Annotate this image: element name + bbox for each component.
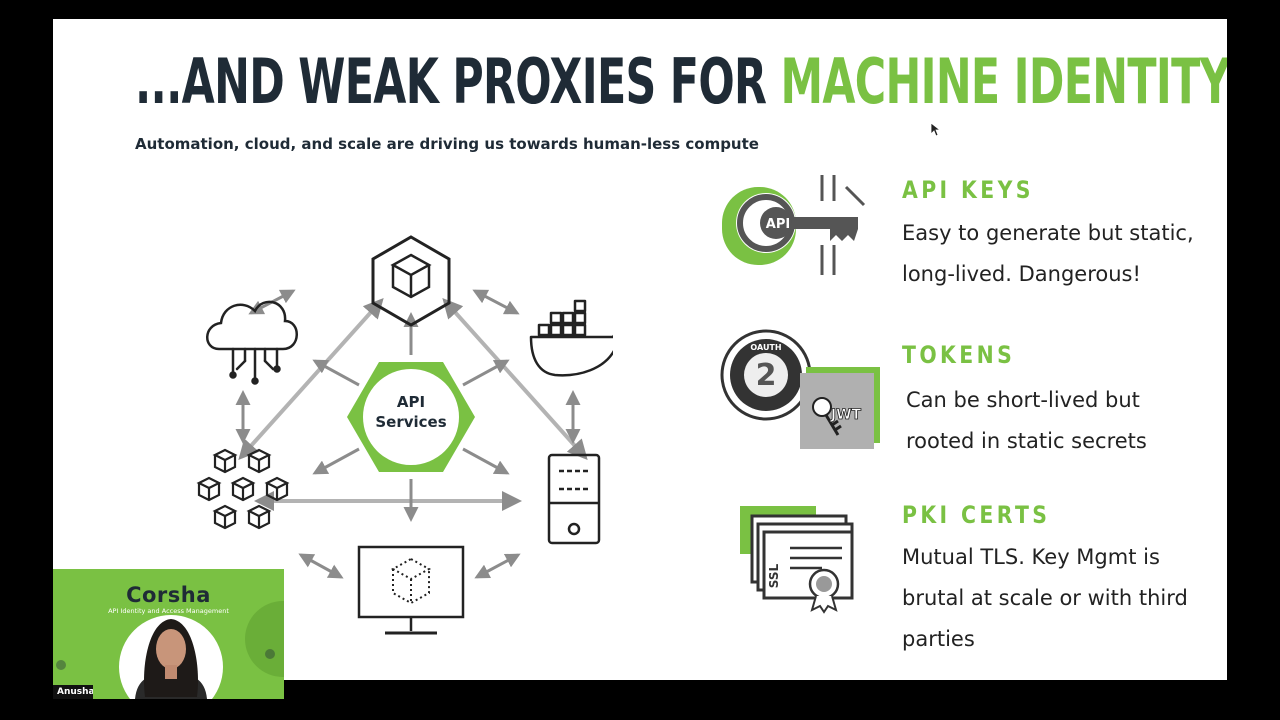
hub-arrow-downright [462,447,510,475]
api-key-badge: API [766,217,790,232]
certificate-icon: SSL [740,506,854,614]
hub-label-line1: API [397,393,425,411]
arrow-server-to-monitor [474,553,521,579]
section-text-api-keys-line2: long-lived. Dangerous! [902,262,1141,286]
server-tower-icon [547,453,601,545]
presenter-video [56,601,284,699]
api-key-icon: API [722,175,866,275]
section-text-tokens-line2: rooted in static secrets [906,429,1147,453]
section-heading-api-keys: API KEYS [902,176,1034,204]
section-heading-tokens: TOKENS [902,341,1016,369]
oauth-ring-text: OAUTH [750,343,781,352]
presenter-webcam: Corsha API Identity and Access Managemen… [53,569,284,699]
arrow-top-to-left [238,298,384,460]
section-text-tokens-line1: Can be short-lived but [906,388,1140,412]
arrow-top-to-right [442,298,588,460]
hub-arrow-upright [462,359,510,387]
monitor-icon [357,545,465,635]
oauth-jwt-icon: 2 OAUTH JWT [720,329,880,449]
section-heading-pki-certs: PKI CERTS [902,501,1051,529]
title-part-green: MACHINE IDENTITY [780,45,1227,118]
block-cluster-icon [196,448,290,530]
arrow-blocks-to-monitor [298,553,344,579]
title-part-dark: ...AND WEAK PROXIES FOR [135,45,781,118]
section-text-pki-certs-line3: parties [902,627,975,651]
ssl-badge: SSL [767,563,781,588]
machine-identity-diagram: API Services [196,235,613,635]
arrow-cube-to-docker [472,289,520,315]
mouse-pointer-icon [931,123,941,137]
slide-subtitle: Automation, cloud, and scale are driving… [135,135,759,153]
jwt-badge: JWT [830,407,862,423]
cube-hexagon-icon [371,235,451,327]
corsha-tagline: API Identity and Access Management [108,607,229,615]
section-text-pki-certs-line2: brutal at scale or with third [902,586,1188,610]
presenter-name-tag: Anusha I [53,685,93,699]
cloud-circuit-icon [206,300,298,385]
section-text-api-keys-line1: Easy to generate but static, [902,221,1194,245]
hub-arrow-downleft [312,447,360,475]
oauth-digit: 2 [756,358,777,393]
corsha-logo: Corsha [126,583,211,607]
docker-whale-icon [529,299,613,377]
slide-title: ...AND WEAK PROXIES FOR MACHINE IDENTITY [135,47,1227,117]
hub-arrow-upleft [312,359,360,387]
section-text-pki-certs-line1: Mutual TLS. Key Mgmt is [902,545,1160,569]
hub-label-line2: Services [375,413,446,431]
